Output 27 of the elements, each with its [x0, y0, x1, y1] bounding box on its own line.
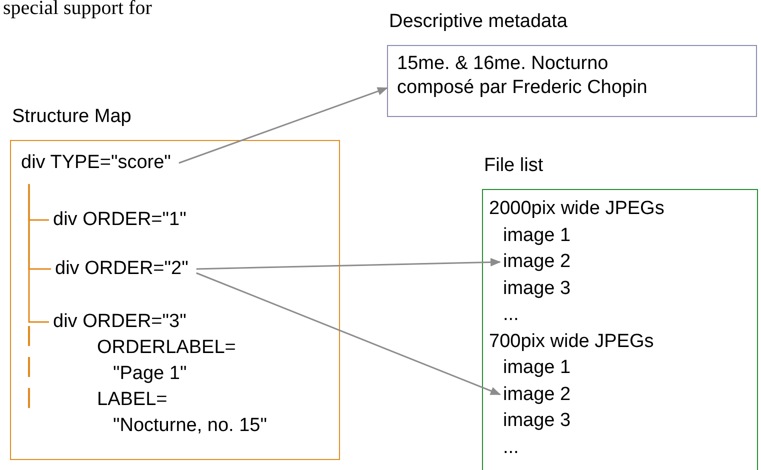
file-list-text: image 1	[503, 224, 571, 248]
file-list-text: ...	[503, 303, 519, 327]
arrow	[196, 272, 501, 396]
code-text: div TYPE="score"	[21, 151, 171, 175]
section-heading: Structure Map	[12, 105, 132, 129]
file-list-text: 700pix wide JPEGs	[489, 330, 654, 354]
code-text: LABEL=	[97, 388, 168, 412]
arrow	[178, 87, 388, 164]
file-list-text: image 2	[503, 250, 571, 274]
file-list-text: ...	[503, 436, 519, 460]
file-list-text: image 3	[503, 276, 571, 300]
code-text: div ORDER="3"	[53, 310, 186, 334]
body-text-fragment: special support for	[3, 0, 152, 19]
arrow	[196, 258, 502, 270]
file-list-text: image 1	[503, 356, 571, 380]
code-text: div ORDER="1"	[53, 208, 186, 232]
tree-line	[28, 184, 49, 323]
code-text: div ORDER="2"	[55, 257, 188, 281]
file-list-text: image 3	[503, 409, 571, 433]
section-heading: File list	[484, 154, 544, 178]
file-list-text: image 2	[503, 382, 571, 406]
section-heading: Descriptive metadata	[389, 10, 568, 34]
code-text: ORDERLABEL=	[97, 336, 236, 360]
file-list-text: 2000pix wide JPEGs	[489, 197, 664, 221]
code-text: "Nocturne, no. 15"	[113, 414, 267, 438]
description-text: 15me. & 16me. Nocturno composé par Frederic Chopin	[397, 52, 648, 100]
code-text: "Page 1"	[113, 362, 187, 386]
